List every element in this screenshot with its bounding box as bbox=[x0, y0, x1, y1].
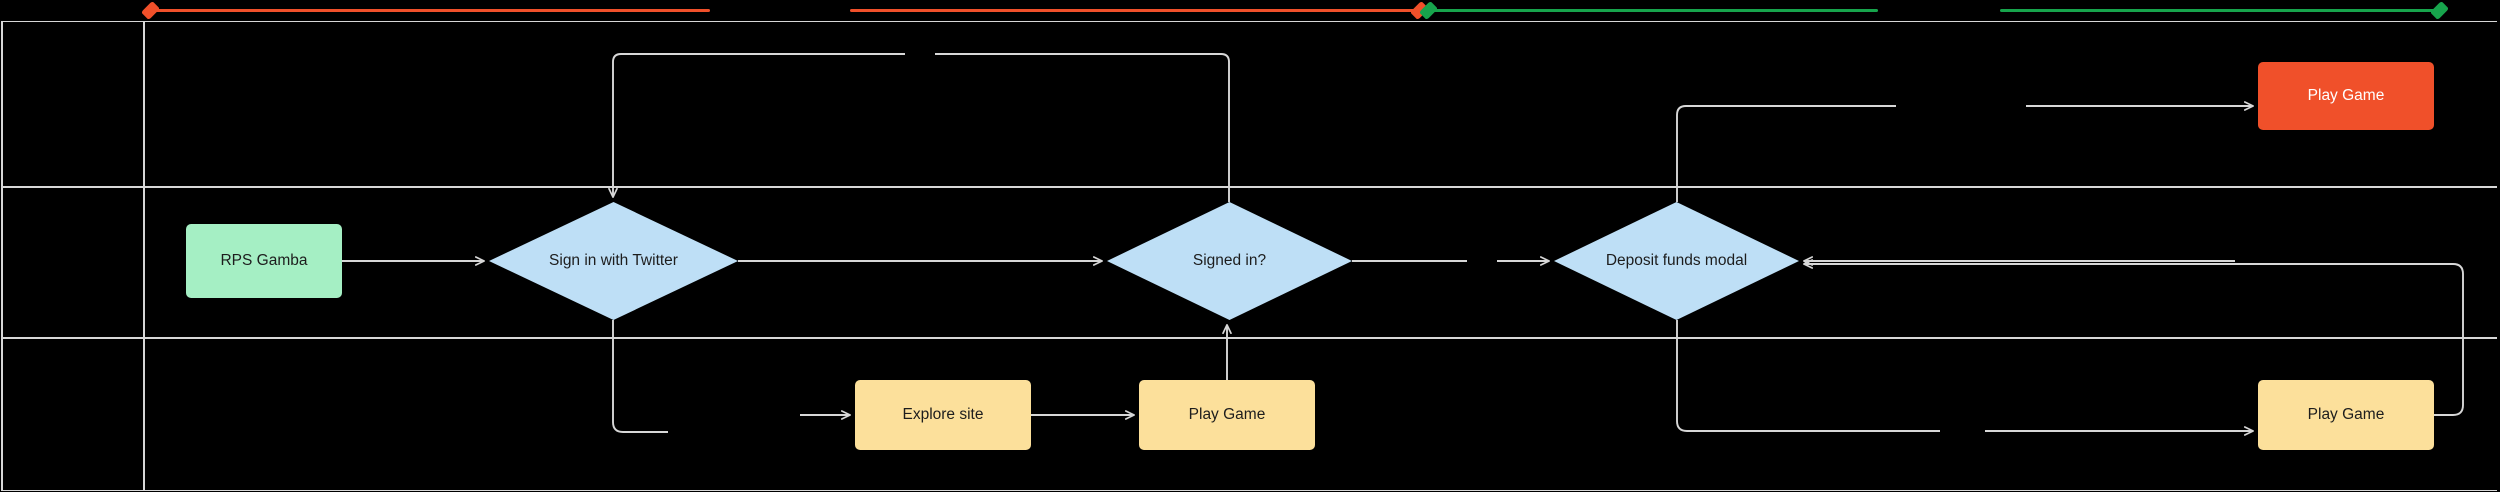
rail-segment-green-1[interactable] bbox=[1428, 9, 1878, 12]
lane-top-left-border bbox=[1, 22, 3, 186]
lane-top-header[interactable] bbox=[1, 22, 143, 186]
node-rps-gamba[interactable]: RPS Gamba bbox=[186, 224, 342, 298]
node-signed-in[interactable]: Signed in? bbox=[1107, 202, 1352, 320]
lane-top-header-label bbox=[1, 22, 143, 186]
node-play-game-top[interactable]: Play Game bbox=[2258, 62, 2434, 130]
rail-segment-red-1-start-handle[interactable] bbox=[140, 0, 161, 21]
lane-middle-header-label bbox=[1, 188, 143, 337]
lane-bottom-left-border bbox=[1, 339, 3, 490]
node-play-game-bot-label: Play Game bbox=[2307, 405, 2385, 423]
lane-middle bbox=[1, 187, 2497, 338]
lane-top bbox=[1, 21, 2497, 187]
timeline-rail[interactable] bbox=[0, 0, 2500, 21]
lane-bottom-header[interactable] bbox=[1, 339, 143, 490]
node-play-game-bot[interactable]: Play Game bbox=[2258, 380, 2434, 450]
lane-middle-header-divider bbox=[143, 188, 145, 337]
node-sign-in-twitter-label: Sign in with Twitter bbox=[549, 251, 678, 269]
node-sign-in-twitter[interactable]: Sign in with Twitter bbox=[489, 202, 738, 320]
node-deposit-funds-label: Deposit funds modal bbox=[1605, 251, 1748, 269]
lane-middle-left-border bbox=[1, 188, 3, 337]
lane-bottom bbox=[1, 338, 2497, 491]
lane-top-header-divider bbox=[143, 22, 145, 186]
node-rps-gamba-label: RPS Gamba bbox=[220, 251, 308, 269]
node-deposit-funds[interactable]: Deposit funds modal bbox=[1554, 202, 1799, 320]
lane-bottom-header-label bbox=[1, 339, 143, 490]
lane-bottom-header-divider bbox=[143, 339, 145, 490]
lane-middle-header[interactable] bbox=[1, 188, 143, 337]
rail-segment-green-2-end-handle[interactable] bbox=[2429, 0, 2450, 21]
rail-segment-red-2[interactable] bbox=[850, 9, 1420, 12]
node-explore-site[interactable]: Explore site bbox=[855, 380, 1031, 450]
node-signed-in-label: Signed in? bbox=[1192, 251, 1267, 269]
rail-segment-red-1[interactable] bbox=[150, 9, 710, 12]
node-play-game-mid[interactable]: Play Game bbox=[1139, 380, 1315, 450]
node-play-game-top-label: Play Game bbox=[2307, 86, 2385, 104]
node-explore-site-label: Explore site bbox=[902, 405, 984, 423]
rail-segment-green-2[interactable] bbox=[2000, 9, 2440, 12]
node-play-game-mid-label: Play Game bbox=[1188, 405, 1266, 423]
swimlane-frame bbox=[1, 21, 2497, 491]
